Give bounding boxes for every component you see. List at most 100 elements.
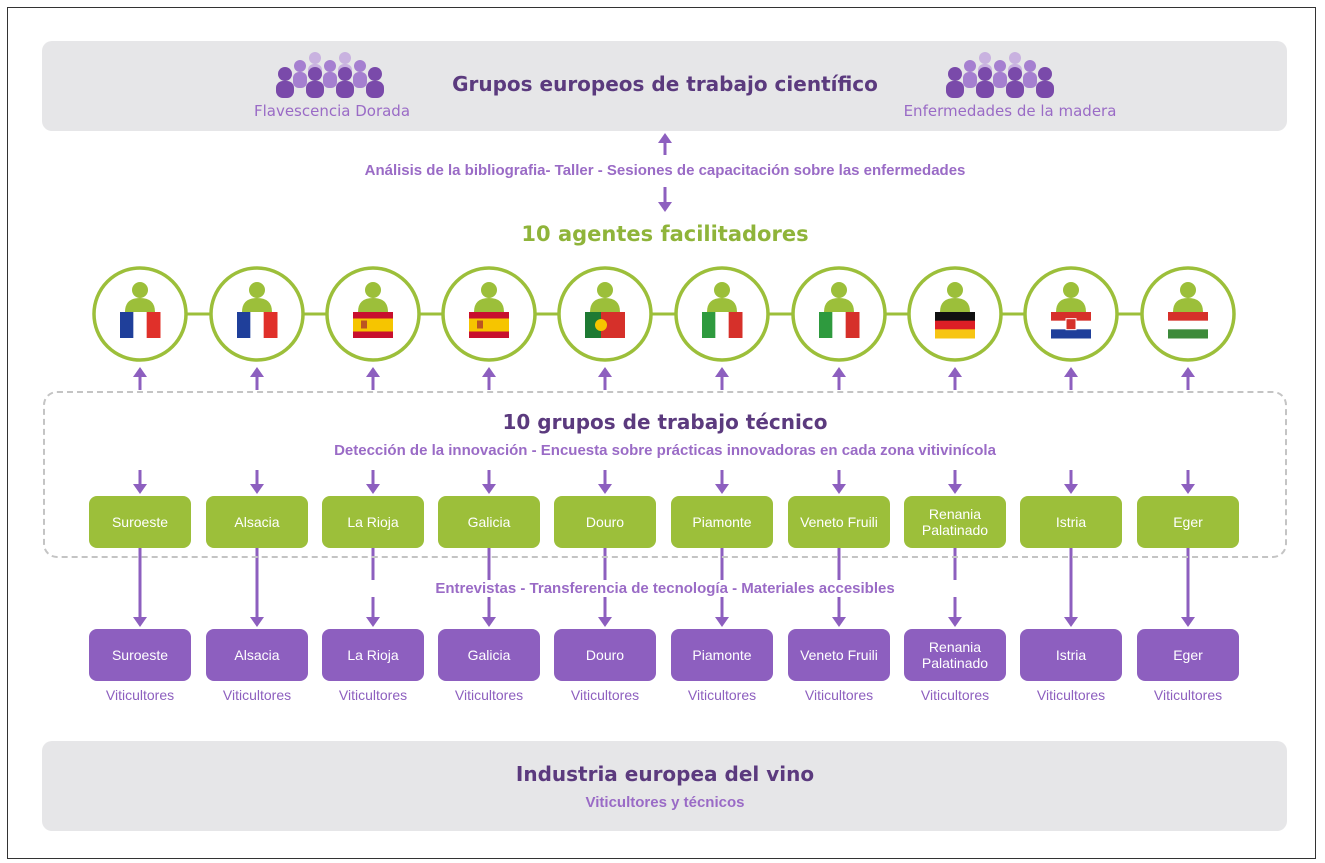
technical-group-box: Galicia <box>438 496 540 548</box>
italy-flag-icon <box>819 312 860 338</box>
down-arrow <box>250 548 264 627</box>
facilitator-9 <box>1023 266 1119 362</box>
figure-frame <box>7 7 1316 859</box>
training-text: Análisis de la bibliografia- Taller - Se… <box>364 162 966 179</box>
person-icon <box>1056 282 1086 312</box>
facilitator-1 <box>92 266 188 362</box>
down-arrow <box>1181 470 1195 494</box>
facilitator-5 <box>557 266 653 362</box>
facilitators-title: 10 agentes facilitadores <box>521 222 809 246</box>
technical-group-box: Alsacia <box>206 496 308 548</box>
growers-box: Douro <box>554 629 656 681</box>
growers-label: Viticultores <box>1036 687 1106 703</box>
down-arrow <box>1064 548 1078 627</box>
technical-group-box: Istria <box>1020 496 1122 548</box>
croatia-flag-icon <box>1051 312 1091 339</box>
growers-box: Alsacia <box>206 629 308 681</box>
up-arrow <box>366 367 380 390</box>
wine-industry-panel <box>42 741 1287 831</box>
growers-label: Viticultores <box>920 687 990 703</box>
person-icon <box>125 282 155 312</box>
down-arrow <box>658 187 672 212</box>
up-arrow <box>250 367 264 390</box>
person-icon <box>242 282 272 312</box>
facilitator-7 <box>791 266 887 362</box>
technical-group-box: Veneto Fruili <box>788 496 890 548</box>
technical-group-box: Renania Palatinado <box>904 496 1006 548</box>
growers-label: Viticultores <box>804 687 874 703</box>
person-icon <box>358 282 388 312</box>
flavescencia-dorada-label: Flavescencia Dorada <box>253 102 411 120</box>
up-arrow <box>658 133 672 155</box>
growers-label: Viticultores <box>222 687 292 703</box>
france-flag-icon <box>237 312 278 338</box>
spain-flag-icon <box>353 312 393 338</box>
down-arrow <box>482 470 496 494</box>
hungary-flag-icon <box>1168 312 1208 339</box>
down-arrow <box>366 470 380 494</box>
growers-label: Viticultores <box>1153 687 1223 703</box>
people-icon <box>276 52 384 98</box>
up-arrow <box>948 367 962 390</box>
growers-box: Piamonte <box>671 629 773 681</box>
germany-flag-icon <box>935 312 975 339</box>
person-icon <box>824 282 854 312</box>
scientific-groups-title: Grupos europeos de trabajo científico <box>452 72 878 96</box>
up-arrow <box>1064 367 1078 390</box>
growers-box: Renania Palatinado <box>904 629 1006 681</box>
facilitator-4 <box>441 266 537 362</box>
up-arrow <box>598 367 612 390</box>
growers-box: Galicia <box>438 629 540 681</box>
technical-group-box: Eger <box>1137 496 1239 548</box>
down-arrow <box>715 470 729 494</box>
up-arrow <box>832 367 846 390</box>
down-arrow <box>948 470 962 494</box>
up-arrow <box>1181 367 1195 390</box>
growers-label: Viticultores <box>687 687 757 703</box>
technical-group-box: Piamonte <box>671 496 773 548</box>
growers-box: La Rioja <box>322 629 424 681</box>
technical-group-box: Douro <box>554 496 656 548</box>
enfermedades-madera-label: Enfermedades de la madera <box>903 102 1117 120</box>
down-arrow <box>832 470 846 494</box>
facilitator-8 <box>907 266 1003 362</box>
person-icon <box>474 282 504 312</box>
scientific-groups-panel <box>42 41 1287 131</box>
up-arrow <box>715 367 729 390</box>
up-arrow <box>482 367 496 390</box>
spain-flag-icon <box>469 312 509 338</box>
innovation-detection-text: Detección de la innovación - Encuesta so… <box>334 442 996 459</box>
down-arrow <box>133 470 147 494</box>
down-arrow <box>250 470 264 494</box>
person-icon <box>590 282 620 312</box>
person-icon <box>940 282 970 312</box>
growers-label: Viticultores <box>105 687 175 703</box>
wine-industry-subtitle: Viticultores y técnicos <box>585 794 745 811</box>
transfer-text: Entrevistas - Transferencia de tecnologí… <box>360 580 970 597</box>
technical-groups-title: 10 grupos de trabajo técnico <box>502 410 828 434</box>
down-arrow <box>598 470 612 494</box>
people-icon <box>946 52 1054 98</box>
italy-flag-icon <box>702 312 743 338</box>
person-icon <box>1173 282 1203 312</box>
technical-group-box: Suroeste <box>89 496 191 548</box>
facilitator-2 <box>209 266 305 362</box>
growers-box: Istria <box>1020 629 1122 681</box>
growers-label: Viticultores <box>454 687 524 703</box>
up-arrow <box>133 367 147 390</box>
growers-label: Viticultores <box>570 687 640 703</box>
growers-box: Eger <box>1137 629 1239 681</box>
growers-box: Suroeste <box>89 629 191 681</box>
down-arrow <box>1064 470 1078 494</box>
facilitator-10 <box>1140 266 1236 362</box>
growers-label: Viticultores <box>338 687 408 703</box>
growers-box: Veneto Fruili <box>788 629 890 681</box>
technical-groups-area <box>43 391 1287 558</box>
portugal-flag-icon <box>585 312 625 338</box>
technical-group-box: La Rioja <box>322 496 424 548</box>
france-flag-icon <box>120 312 161 338</box>
wine-industry-title: Industria europea del vino <box>515 762 815 786</box>
down-arrow <box>1181 548 1195 627</box>
facilitator-6 <box>674 266 770 362</box>
